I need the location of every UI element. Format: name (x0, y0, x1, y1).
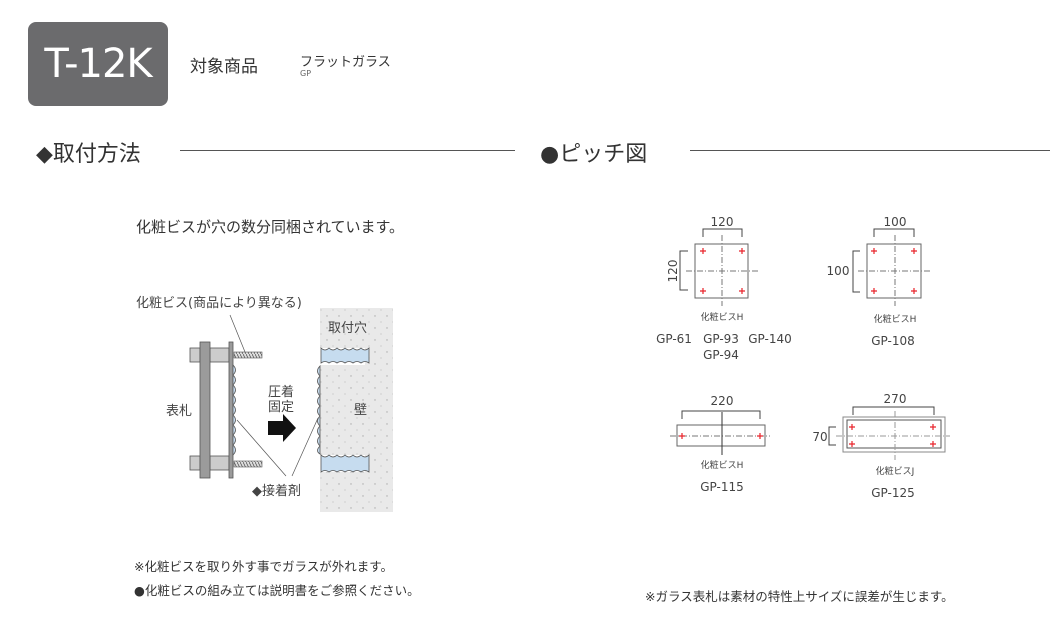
glass-plate (228, 341, 234, 479)
note-size-tolerance: ※ガラス表札は素材の特性上サイズに誤差が生じます。 (645, 589, 954, 604)
installation-heading: ◆取付方法 (36, 142, 141, 167)
product-series-code: GP (300, 69, 312, 78)
target-product-label: 対象商品 (190, 57, 258, 77)
hole-label: 取付穴 (328, 321, 367, 336)
adhesive (232, 364, 236, 456)
spacer (209, 347, 230, 363)
product-code-badge: T-12K (28, 22, 168, 106)
pitch-heading: ●ピッチ図 (540, 142, 648, 167)
spacer (189, 347, 201, 363)
wall (320, 308, 393, 512)
note-assembly: ●化粧ビスの組み立ては説明書をご参照ください。 (134, 583, 420, 598)
spacer (189, 455, 201, 471)
mounting-hole-adhesive (320, 347, 370, 364)
wall-label: 壁 (354, 403, 367, 418)
arrow-icon (268, 414, 296, 442)
heading-divider (690, 150, 1050, 151)
adhesive-label: ◆接着剤 (252, 483, 301, 499)
note-screw-removal: ※化粧ビスを取り外す事でガラスが外れます。 (134, 559, 393, 574)
press-label: 圧着 (268, 384, 294, 400)
spacer (209, 455, 230, 471)
product-name: フラットガラス (300, 55, 391, 70)
nameplate (199, 341, 211, 479)
install-intro: 化粧ビスが穴の数分同梱されています。 (136, 218, 405, 236)
wall-adhesive (317, 365, 321, 455)
mounting-hole-adhesive (320, 454, 370, 473)
heading-divider (180, 150, 515, 151)
fix-label: 固定 (268, 400, 294, 415)
screw (233, 460, 263, 468)
screw (233, 351, 263, 359)
screw-label: 化粧ビス(商品により異なる) (136, 296, 302, 311)
nameplate-label: 表札 (166, 404, 192, 419)
